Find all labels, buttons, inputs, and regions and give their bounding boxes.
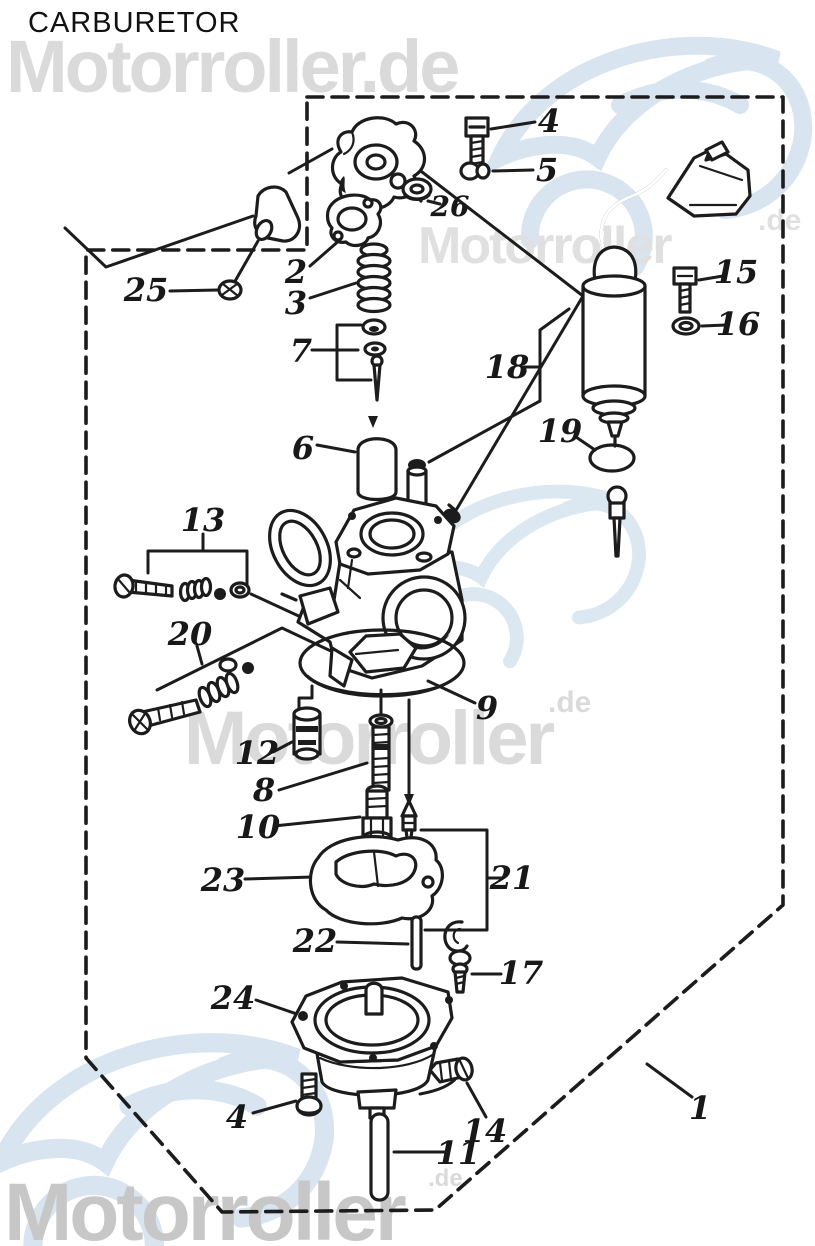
part-callout-21: 21 <box>489 859 535 897</box>
float-bowl-24 <box>290 976 454 1120</box>
spring-3 <box>356 242 392 314</box>
part-callout-8: 8 <box>252 771 275 809</box>
needle-clip <box>443 920 469 953</box>
bolt-15 <box>672 266 698 314</box>
washer-16 <box>671 316 701 336</box>
part-callout-15: 15 <box>714 253 759 291</box>
part-callout-17: 17 <box>499 954 544 992</box>
watermark-bottom: Motorroller <box>4 1167 406 1246</box>
page-title: CARBURETOR <box>28 7 241 39</box>
part-callout-14: 14 <box>463 1112 508 1150</box>
part-callout-6: 6 <box>292 429 314 467</box>
scooter-watermark-bottom-left <box>0 1033 335 1246</box>
part-callout-12: 12 <box>235 734 280 772</box>
watermark-bottom-domain: .de <box>428 1165 463 1192</box>
idle-screw-set-13 <box>113 573 251 603</box>
part-callout-24: 24 <box>210 979 256 1017</box>
part-callout-20: 20 <box>167 615 213 653</box>
part-callout-3: 3 <box>285 284 307 322</box>
float-23 <box>308 834 444 926</box>
diagram-line-art <box>63 95 785 1214</box>
part-callout-4-bottom: 4 <box>226 1098 248 1136</box>
part-callout-10: 10 <box>236 808 281 846</box>
bolt-4-top <box>464 116 490 169</box>
throttle-cover <box>330 116 427 211</box>
drain-screw-14 <box>428 1056 474 1084</box>
part-callout-11: 11 <box>436 1134 481 1172</box>
part-callout-5: 5 <box>536 151 558 189</box>
watermark-middle: Motorroller <box>184 696 555 781</box>
part-callout-7: 7 <box>290 332 312 370</box>
part-callout-23: 23 <box>200 861 246 899</box>
nut-26 <box>401 177 433 201</box>
part-callout-2: 2 <box>284 253 307 291</box>
cable-cap <box>253 185 302 243</box>
part-callout-26: 26 <box>430 190 470 223</box>
o-ring-19 <box>588 443 636 473</box>
dashed-boundary <box>84 95 785 1214</box>
pilot-jet-12 <box>292 706 322 761</box>
part-callout-25: 25 <box>123 271 169 309</box>
gasket-2 <box>325 193 383 248</box>
part-callouts: 1 2 3 4 5 6 7 8 9 10 11 12 13 14 15 16 1… <box>123 102 761 1172</box>
part-callout-18: 18 <box>485 348 530 386</box>
part-callout-13: 13 <box>181 501 226 539</box>
mixture-screw-set-20 <box>128 657 254 736</box>
part-callout-1: 1 <box>689 1089 711 1127</box>
float-pin-22 <box>410 915 423 971</box>
auto-choke-unit <box>581 140 752 448</box>
screw-17 <box>448 949 472 994</box>
part-callout-16: 16 <box>716 305 761 343</box>
part-callout-22: 22 <box>292 922 338 960</box>
watermark-upper-right-domain: .de <box>758 204 801 237</box>
part-callout-9: 9 <box>476 689 498 727</box>
bolt-4-bottom <box>295 1072 323 1117</box>
watermark-top: Motorroller.de <box>6 25 458 108</box>
part-callout-4-top: 4 <box>538 102 560 140</box>
nut-25 <box>217 279 243 301</box>
drain-tube-11 <box>369 1112 390 1202</box>
bowl-gasket-ring <box>298 628 466 698</box>
part-callout-19: 19 <box>538 412 583 450</box>
nut-5 <box>459 161 491 181</box>
choke-plunger-needle <box>606 485 628 558</box>
carburetor-body <box>268 459 467 688</box>
main-nozzle-8 <box>368 713 394 792</box>
vacuum-piston-6 <box>356 437 398 502</box>
watermark-middle-domain: .de <box>548 686 591 719</box>
needle-set-7 <box>361 318 387 402</box>
